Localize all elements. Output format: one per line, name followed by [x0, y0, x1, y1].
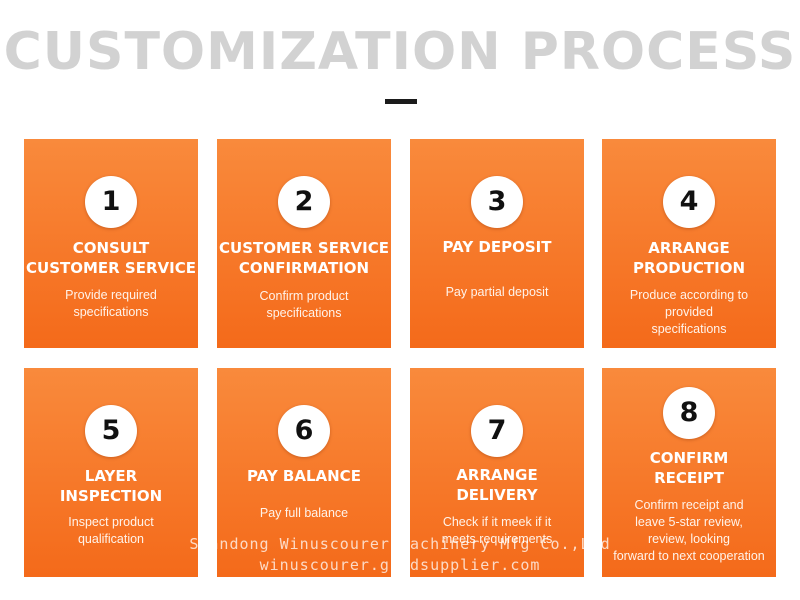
step-description-line: Check if it meek if it [442, 515, 552, 529]
step-description-line: qualification [77, 532, 144, 546]
step-description: Produce according to provided specificat… [606, 287, 772, 338]
step-number-badge: 2 [278, 176, 330, 228]
step-number-badge: 5 [85, 405, 137, 457]
step-number-badge: 7 [471, 405, 523, 457]
step-card-7: 7 ARRANGE DELIVERY Check if it meek if i… [410, 368, 584, 577]
step-heading: ARRANGE DELIVERY [410, 465, 584, 505]
step-description: Confirm product specifications [221, 288, 387, 322]
step-description: Inspect product qualification [28, 514, 194, 548]
step-card-5: 5 LAYER INSPECTION Inspect product quali… [24, 368, 198, 577]
step-description-line: specifications [651, 322, 727, 336]
step-description: Pay full balance [221, 505, 387, 522]
step-card-1: 1 CONSULT CUSTOMER SERVICE Provide requi… [24, 139, 198, 348]
step-description-line: leave 5-star review, [635, 515, 743, 529]
step-number-badge: 3 [471, 176, 523, 228]
step-card-2: 2 CUSTOMER SERVICE CONFIRMATION Confirm … [217, 139, 391, 348]
step-heading: ARRANGE PRODUCTION [602, 238, 776, 278]
step-description-line: Confirm product specifications [259, 289, 349, 320]
step-heading-line: CUSTOMER SERVICE [219, 239, 389, 257]
step-heading: LAYER INSPECTION [24, 466, 198, 506]
step-description-line: Provide required [65, 288, 157, 302]
step-heading: PAY DEPOSIT [410, 237, 584, 257]
step-heading-line: PAY DEPOSIT [442, 238, 552, 256]
step-heading-line: ARRANGE [456, 466, 538, 484]
step-heading-line: CUSTOMER SERVICE [26, 259, 196, 277]
step-description-line: Produce according to provided [629, 288, 749, 319]
step-description-line: specifications [73, 305, 149, 319]
step-heading-line: RECEIPT [654, 469, 724, 487]
step-heading-line: PAY BALANCE [247, 467, 361, 485]
step-heading-line: LAYER [84, 467, 138, 485]
step-heading-line: PRODUCTION [632, 259, 746, 277]
page-title: CUSTOMIZATION PROCESS [3, 22, 797, 82]
step-description-line: Pay full balance [259, 506, 349, 520]
step-heading-line: ARRANGE [648, 239, 730, 257]
step-number-badge: 1 [85, 176, 137, 228]
step-heading-line: DELIVERY [456, 486, 538, 504]
step-description-line: review, looking [648, 532, 730, 546]
step-card-8: 8 CONFIRM RECEIPT Confirm receipt and le… [602, 368, 776, 577]
step-description: Provide required specifications [28, 287, 194, 321]
step-description: Pay partial deposit [414, 284, 580, 301]
step-card-3: 3 PAY DEPOSIT Pay partial deposit [410, 139, 584, 348]
step-description-line: Confirm receipt and [634, 498, 744, 512]
watermark-company: Shandong Winuscourer Machinery Mfg Co.,L… [189, 535, 611, 553]
step-description: Check if it meek if it meets requirement… [414, 514, 580, 548]
step-heading-line: CONFIRMATION [238, 259, 370, 277]
step-description-line: Pay partial deposit [445, 285, 549, 299]
step-description-line: Inspect product [68, 515, 154, 529]
step-description: Confirm receipt and leave 5-star review,… [606, 497, 772, 565]
title-underline [385, 99, 417, 104]
step-card-6: 6 PAY BALANCE Pay full balance [217, 368, 391, 577]
step-heading-line: CONSULT [72, 239, 150, 257]
step-number-badge: 4 [663, 176, 715, 228]
step-number-badge: 6 [278, 405, 330, 457]
step-heading-line: INSPECTION [59, 487, 163, 505]
step-heading: CONFIRM RECEIPT [602, 448, 776, 488]
step-description-line: forward to next cooperation [613, 549, 765, 563]
step-description-line: meets requirements [441, 532, 553, 546]
step-card-4: 4 ARRANGE PRODUCTION Produce according t… [602, 139, 776, 348]
step-heading-line: CONFIRM [649, 449, 729, 467]
step-heading: PAY BALANCE [217, 466, 391, 486]
step-heading: CONSULT CUSTOMER SERVICE [24, 238, 198, 278]
step-heading: CUSTOMER SERVICE CONFIRMATION [217, 238, 391, 278]
watermark-url: winuscourer.goldsupplier.com [259, 556, 541, 574]
step-number-badge: 8 [663, 387, 715, 439]
